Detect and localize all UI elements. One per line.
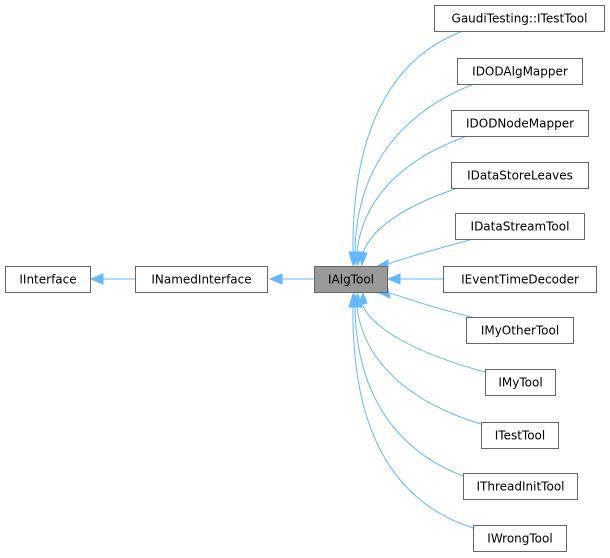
node-idodnodemapper[interactable]: IDODNodeMapper xyxy=(451,110,589,137)
arrowhead-inamedinterface xyxy=(268,273,283,285)
node-iwrongtool[interactable]: IWrongTool xyxy=(473,525,567,552)
edge-idodnodemapper-to-ialgtool xyxy=(356,133,474,253)
node-label-ieventtimedecoder: IEventTimeDecoder xyxy=(461,273,579,287)
node-label-iwrongtool: IWrongTool xyxy=(487,532,552,546)
edge-idatastoreleaves-to-ialgtool xyxy=(362,185,465,254)
node-label-gaudi-itesttool: GaudiTesting::ITestTool xyxy=(452,12,588,26)
edge-idatastreamtool-to-ialgtool xyxy=(387,239,471,265)
node-inamedinterface[interactable]: INamedInterface xyxy=(135,266,268,293)
node-iinterface[interactable]: IInterface xyxy=(5,266,91,293)
node-label-idatastoreleaves: IDataStoreLeaves xyxy=(467,169,573,183)
node-idodalgmapper[interactable]: IDODAlgMapper xyxy=(457,58,583,85)
edge-iwrongtool-to-ialgtool xyxy=(352,306,474,529)
arrowhead-bottom-4 xyxy=(348,292,358,308)
edge-idodalgmapper-to-ialgtool xyxy=(354,81,480,253)
node-ialgtool[interactable]: IAlgTool xyxy=(314,266,388,293)
edge-imyothertool-to-ialgtool xyxy=(389,292,477,319)
node-label-idodalgmapper: IDODAlgMapper xyxy=(472,65,568,79)
node-imytool[interactable]: IMyTool xyxy=(485,369,556,396)
edge-imytool-to-ialgtool xyxy=(362,305,486,373)
node-label-idodnodemapper: IDODNodeMapper xyxy=(466,117,574,131)
node-label-iinterface: IInterface xyxy=(19,273,76,287)
arrowhead-right-2 xyxy=(386,273,401,285)
node-label-idatastreamtool: IDataStreamTool xyxy=(471,220,570,234)
node-idatastreamtool[interactable]: IDataStreamTool xyxy=(455,213,585,240)
node-ieventtimedecoder[interactable]: IEventTimeDecoder xyxy=(443,266,597,293)
edges xyxy=(89,29,486,529)
node-label-inamedinterface: INamedInterface xyxy=(151,273,251,287)
arrowhead-iinterface xyxy=(89,273,104,285)
node-ithreadinittool[interactable]: IThreadInitTool xyxy=(463,473,578,500)
node-label-imyothertool: IMyOtherTool xyxy=(481,324,559,338)
edge-ithreadinittool-to-ialgtool xyxy=(354,306,464,477)
node-imyothertool[interactable]: IMyOtherTool xyxy=(466,317,574,344)
node-idatastoreleaves[interactable]: IDataStoreLeaves xyxy=(451,162,589,189)
node-label-imytool: IMyTool xyxy=(498,376,542,390)
node-itesttool[interactable]: ITestTool xyxy=(481,422,559,449)
node-label-ithreadinittool: IThreadInitTool xyxy=(477,480,565,494)
node-label-ialgtool: IAlgTool xyxy=(328,273,374,287)
node-gaudi-itesttool[interactable]: GaudiTesting::ITestTool xyxy=(434,5,605,32)
edge-itesttool-to-ialgtool xyxy=(356,306,482,425)
arrowhead-top-4 xyxy=(357,251,368,267)
edge-gaudi-itesttool-to-ialgtool xyxy=(352,29,467,253)
node-label-itesttool: ITestTool xyxy=(495,429,545,443)
